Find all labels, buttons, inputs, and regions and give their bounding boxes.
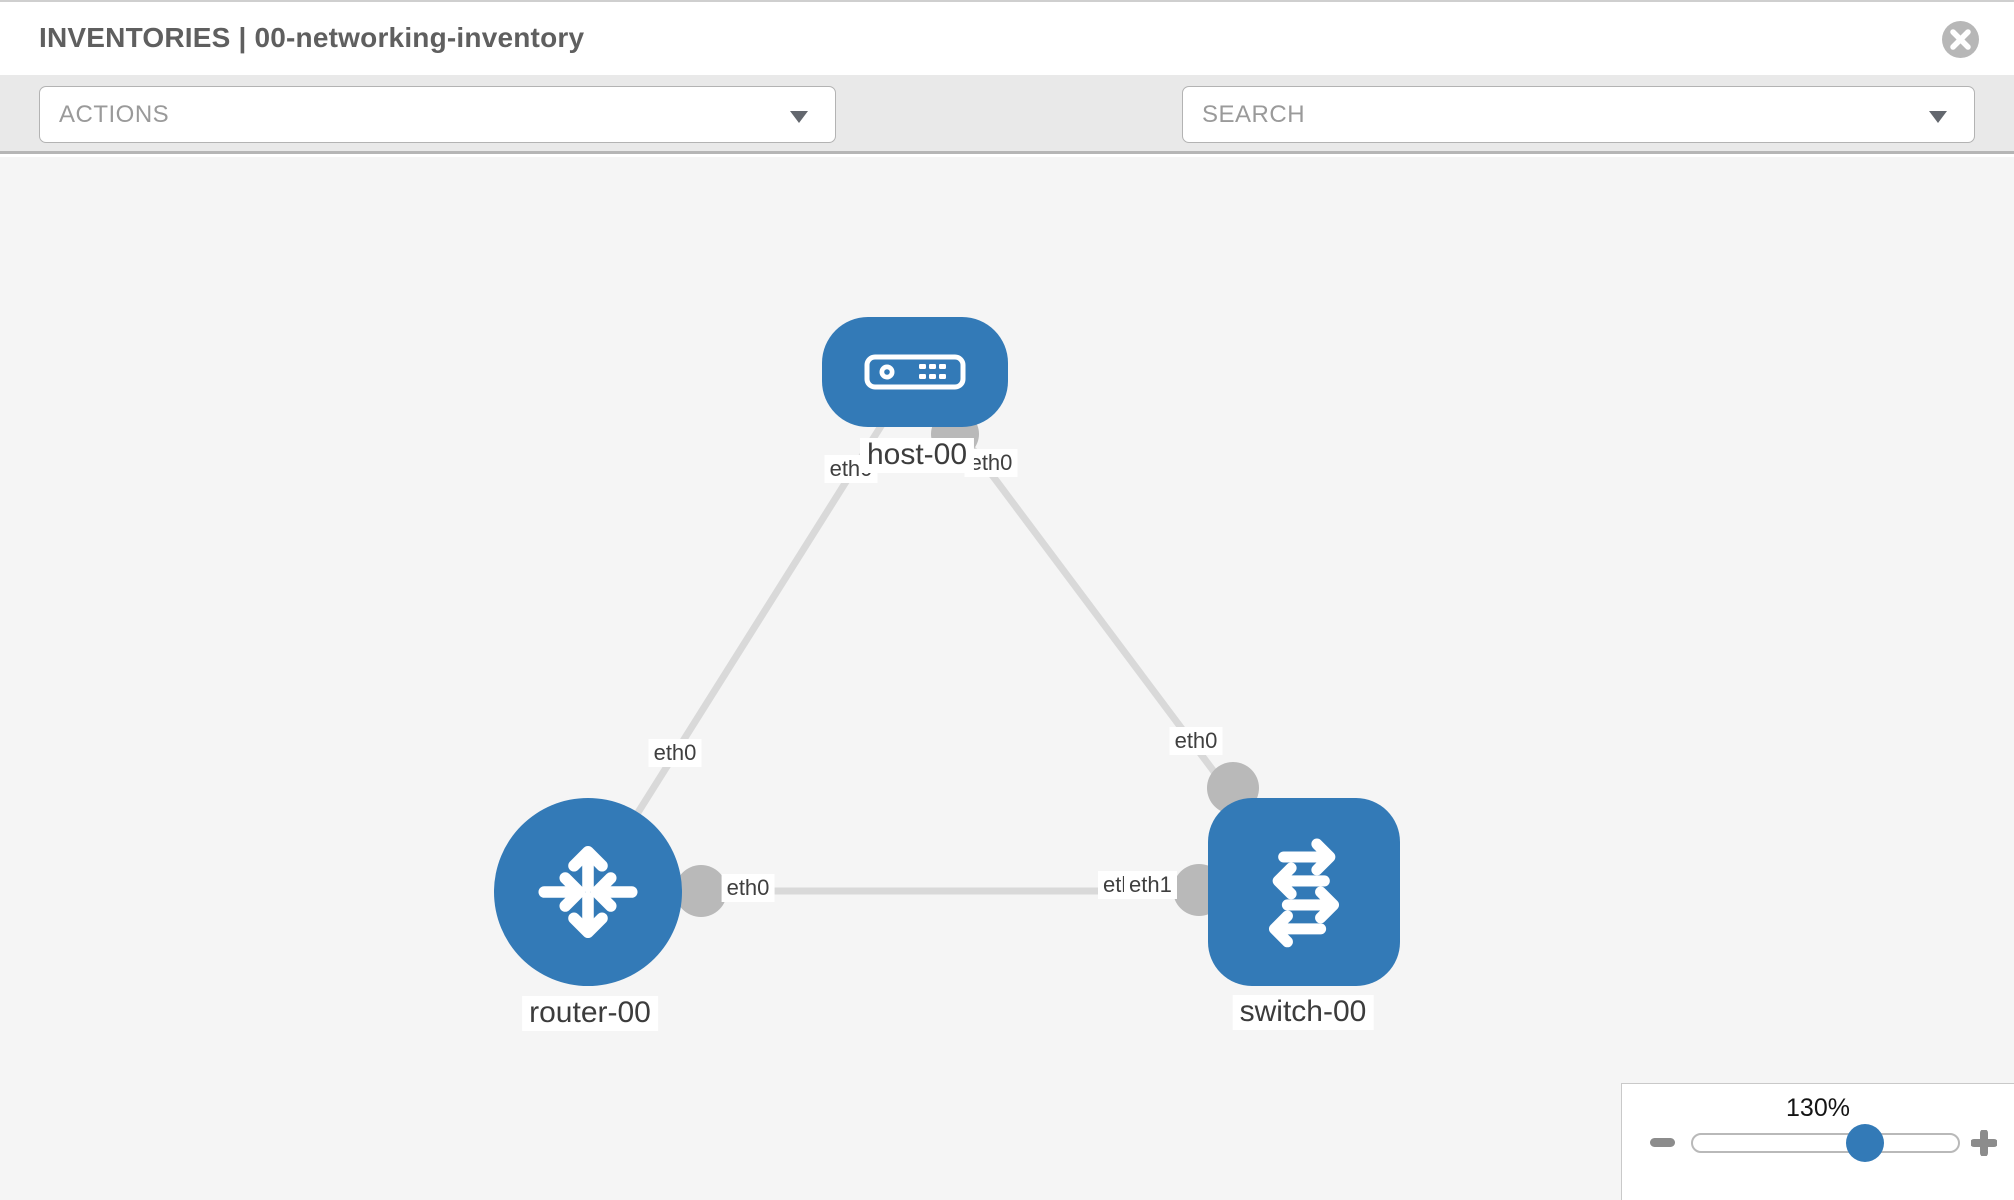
port-circle-router: [675, 865, 727, 917]
chevron-down-icon: [1929, 111, 1947, 123]
interface-label: eth0: [648, 739, 702, 767]
toolbar: ACTIONS SEARCH: [0, 75, 2014, 208]
interface-label: eth0: [1169, 727, 1223, 755]
actions-dropdown-label: ACTIONS: [59, 100, 170, 128]
interface-label: eth0: [824, 455, 878, 483]
node-switch-00[interactable]: [1208, 798, 1400, 986]
node-label-host: host-00: [859, 438, 975, 473]
zoom-out-icon[interactable]: [1650, 1138, 1675, 1147]
interface-label: eth0: [721, 874, 775, 902]
interface-label-overlap: eth0 eth1: [1098, 871, 1177, 899]
search-dropdown-label: SEARCH: [1202, 100, 1306, 128]
zoom-slider-track[interactable]: [1691, 1133, 1960, 1153]
chevron-down-icon: [790, 111, 808, 123]
topology-canvas[interactable]: [0, 157, 2014, 1200]
zoom-level-value: 130%: [1786, 1094, 1850, 1122]
search-dropdown[interactable]: SEARCH: [1182, 86, 1975, 143]
switch-icon: [1268, 838, 1340, 948]
node-host-00[interactable]: [822, 317, 1008, 427]
page-title: INVENTORIES | 00-networking-inventory: [39, 22, 585, 53]
close-icon: [1950, 29, 1971, 50]
router-icon: [538, 845, 638, 939]
node-router-00[interactable]: [494, 798, 682, 986]
zoom-slider-thumb[interactable]: [1846, 1124, 1884, 1162]
node-label-switch: switch-00: [1232, 995, 1374, 1030]
zoom-in-icon[interactable]: [1971, 1130, 1997, 1156]
window-header: INVENTORIES | 00-networking-inventory: [0, 0, 2014, 75]
actions-dropdown[interactable]: ACTIONS: [39, 86, 836, 143]
interface-label: eth1: [1124, 871, 1177, 899]
node-label-router: router-00: [522, 996, 658, 1031]
zoom-control-panel: 130%: [1621, 1083, 2014, 1200]
close-button[interactable]: [1942, 21, 1979, 58]
host-icon: [864, 354, 966, 390]
